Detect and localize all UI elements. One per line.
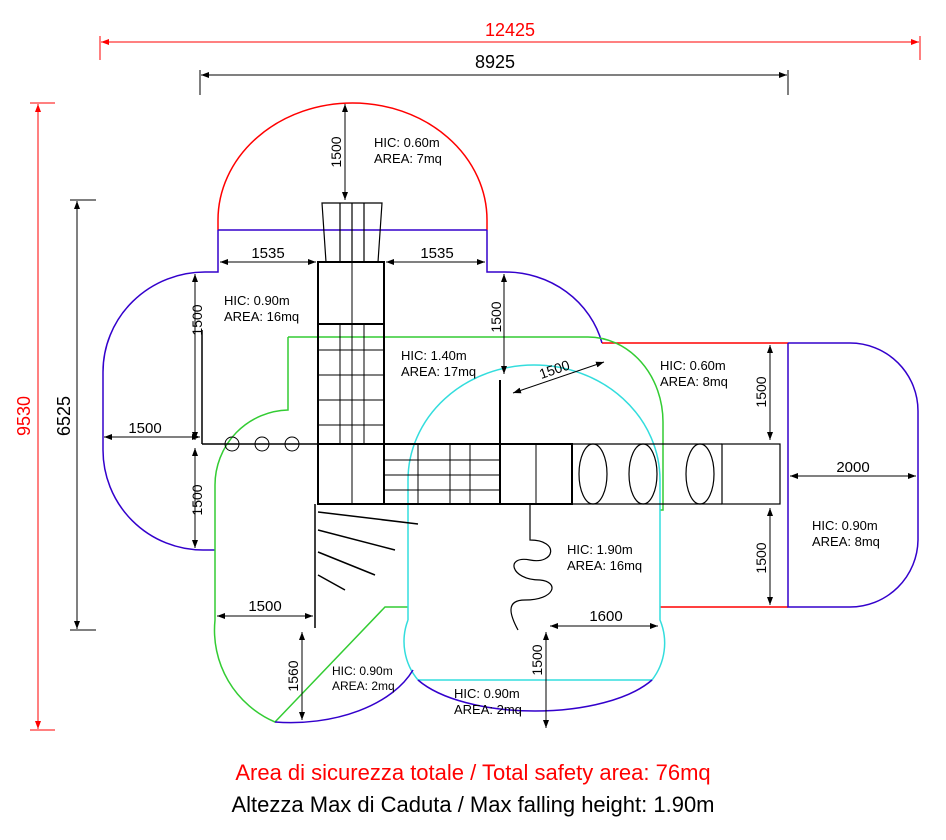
max-falling-height: Altezza Max di Caduta / Max falling heig… <box>231 792 715 817</box>
play-structure <box>201 202 781 631</box>
tower-1 <box>317 261 385 325</box>
zone-hic: HIC: 0.90m <box>224 293 290 308</box>
dim-top-clearance: 1500 <box>328 136 344 167</box>
dim-bottom-slope: 1560 <box>285 660 301 691</box>
zone-cyan <box>403 364 666 681</box>
zone-green <box>213 336 664 723</box>
zone-hic: HIC: 1.90m <box>567 542 633 557</box>
zone-area: AREA: 17mq <box>401 364 476 379</box>
dim-diagonal: 1500 <box>537 357 572 382</box>
bridge <box>383 443 501 505</box>
dim-slide-right: 1600 <box>589 608 622 625</box>
total-safety-area: Area di sicurezza totale / Total safety … <box>235 760 711 785</box>
spiral-slide <box>510 504 553 631</box>
tunnel-ring <box>685 443 715 505</box>
dimension-lines <box>30 36 921 731</box>
dim-right-top: 1500 <box>753 376 769 407</box>
zone-top-red <box>217 102 488 230</box>
stepping-ring <box>254 436 270 452</box>
dim-slide-bottom: 1500 <box>529 644 545 675</box>
zone-area: AREA: 2mq <box>332 679 395 693</box>
dim-right-offset: 1535 <box>420 245 453 262</box>
rope-ladder <box>314 504 419 628</box>
dim-total-height: 9530 <box>14 396 34 436</box>
safety-zones <box>102 102 919 724</box>
zone-hic: HIC: 0.60m <box>660 358 726 373</box>
dim-right-bottom: 1500 <box>753 542 769 573</box>
zone-hic: HIC: 1.40m <box>401 348 467 363</box>
dim-structure-height: 6525 <box>54 396 74 436</box>
zone-bottom-blue <box>274 669 653 724</box>
dim-bottom-left: 1500 <box>248 598 281 615</box>
tower-2 <box>317 323 385 445</box>
dim-right-upper: 1500 <box>488 301 504 332</box>
tower-3 <box>317 443 385 505</box>
zone-area: AREA: 16mq <box>567 558 642 573</box>
dim-left-lower: 1500 <box>189 484 205 515</box>
zone-hic: HIC: 0.60m <box>374 135 440 150</box>
dim-total-width: 12425 <box>485 20 535 40</box>
zone-left-blue <box>102 230 219 551</box>
zone-area: AREA: 8mq <box>812 534 880 549</box>
tunnel-ring <box>628 443 658 505</box>
tunnel-ring <box>578 443 608 505</box>
rope-bar <box>201 330 318 445</box>
dim-structure-width: 8925 <box>475 52 515 72</box>
dim-left-upper: 1500 <box>189 304 205 335</box>
stepping-ring <box>284 436 300 452</box>
zone-hic: HIC: 0.90m <box>454 686 520 701</box>
zone-right-top-blue <box>486 230 603 344</box>
dimension-labels: 12425 8925 9530 6525 1500 1535 1535 1500… <box>14 20 870 692</box>
zone-right-blue <box>787 342 919 608</box>
zone-area: AREA: 7mq <box>374 151 442 166</box>
stepping-ring <box>224 436 240 452</box>
zone-area: AREA: 16mq <box>224 309 299 324</box>
zone-hic: HIC: 0.90m <box>812 518 878 533</box>
tunnel-exit <box>721 443 781 505</box>
dim-left-offset: 1535 <box>251 245 284 262</box>
dim-left-side: 1500 <box>128 420 161 437</box>
zone-area: AREA: 2mq <box>454 702 522 717</box>
zone-labels: HIC: 0.60m AREA: 7mq HIC: 0.90m AREA: 16… <box>224 135 880 717</box>
zone-right-red <box>602 342 788 608</box>
climbing-wall <box>321 202 383 263</box>
zone-hic: HIC: 0.90m <box>332 664 393 678</box>
zone-area: AREA: 8mq <box>660 374 728 389</box>
net-grid <box>318 262 537 504</box>
tunnel <box>572 443 722 505</box>
dim-right-width: 2000 <box>836 459 869 476</box>
